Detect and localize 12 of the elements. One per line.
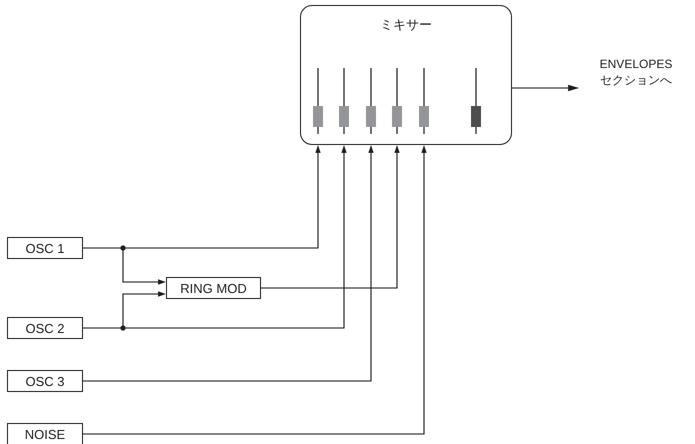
mixer-box (300, 5, 512, 145)
connector-arrow (261, 145, 400, 289)
connector-arrow (512, 84, 580, 92)
module-box: NOISE (7, 423, 83, 444)
module-box: OSC 1 (7, 237, 83, 259)
connector-arrow (83, 145, 427, 435)
mixer-title: ミキサー (380, 16, 432, 34)
module-box: OSC 2 (7, 317, 83, 339)
destination-label: ENVELOPES セクションへ (594, 56, 678, 100)
module-box: OSC 3 (7, 370, 83, 392)
module-box: RING MOD (166, 277, 261, 299)
connector-arrow (83, 145, 374, 382)
